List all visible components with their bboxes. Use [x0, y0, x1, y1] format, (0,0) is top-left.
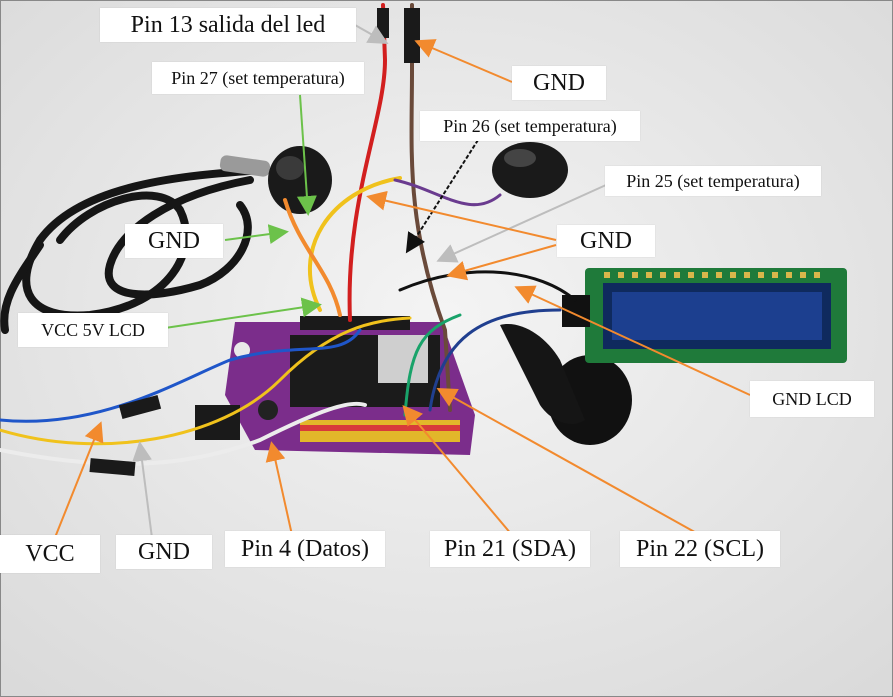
arrow-pin21 — [402, 404, 513, 536]
arrow-gnd-left — [224, 224, 289, 245]
button-pin27 — [268, 146, 332, 214]
wire-yellow-1 — [308, 176, 402, 312]
label-pin25: Pin 25 (set temperatura) — [605, 166, 821, 196]
wire-purple — [393, 178, 502, 207]
arrow-pin22 — [436, 388, 701, 536]
arrow-pin25 — [436, 184, 607, 263]
label-pin21: Pin 21 (SDA) — [430, 531, 590, 567]
arrow-pin27 — [296, 94, 317, 216]
taped-sensor — [500, 324, 632, 445]
button-pin26 — [492, 142, 568, 198]
wire-yellow-2 — [0, 316, 412, 446]
label-gnd-left: GND — [125, 224, 223, 258]
label-pin4: Pin 4 (Datos) — [225, 531, 385, 567]
wire-blue — [0, 328, 362, 423]
connector-left-1 — [118, 395, 162, 419]
label-gnd-bottom: GND — [116, 535, 212, 569]
arrow-pin4 — [265, 441, 293, 536]
label-pin22: Pin 22 (SCL) — [620, 531, 780, 567]
arrow-pin26 — [405, 139, 479, 254]
label-pin13: Pin 13 salida del led — [100, 8, 356, 42]
label-vcc5v: VCC 5V LCD — [18, 313, 168, 347]
wire-brown — [409, 3, 452, 412]
connector-top-1 — [377, 8, 389, 38]
wire-orange — [283, 198, 342, 317]
arrow-pin13 — [354, 24, 389, 44]
wire-navy — [428, 308, 562, 412]
arrow-gnd-top — [414, 39, 513, 83]
connector-left-2 — [89, 458, 136, 476]
arrow-gnd-lcd — [514, 285, 751, 396]
wire-white — [0, 401, 367, 466]
arrow-gnd-bottom — [132, 441, 153, 539]
arrow-gnd-mid-2 — [446, 244, 557, 281]
arrow-gnd-mid-1 — [366, 190, 557, 241]
label-pin26: Pin 26 (set temperatura) — [420, 111, 640, 141]
lcd-module — [562, 268, 847, 363]
label-gnd-top: GND — [512, 66, 606, 100]
connector-top-2 — [404, 8, 420, 63]
probe-tip — [219, 155, 271, 177]
arrow-vcc — [51, 421, 104, 546]
arrow-vcc5v — [164, 297, 322, 329]
wire-green — [403, 313, 462, 417]
label-gnd-mid: GND — [557, 225, 655, 257]
wire-black — [398, 270, 577, 302]
label-pin27: Pin 27 (set temperatura) — [152, 62, 364, 94]
esp32-board — [195, 316, 475, 455]
wire-red — [347, 3, 388, 322]
label-gnd-lcd: GND LCD — [750, 381, 874, 417]
label-vcc: VCC — [0, 535, 100, 573]
